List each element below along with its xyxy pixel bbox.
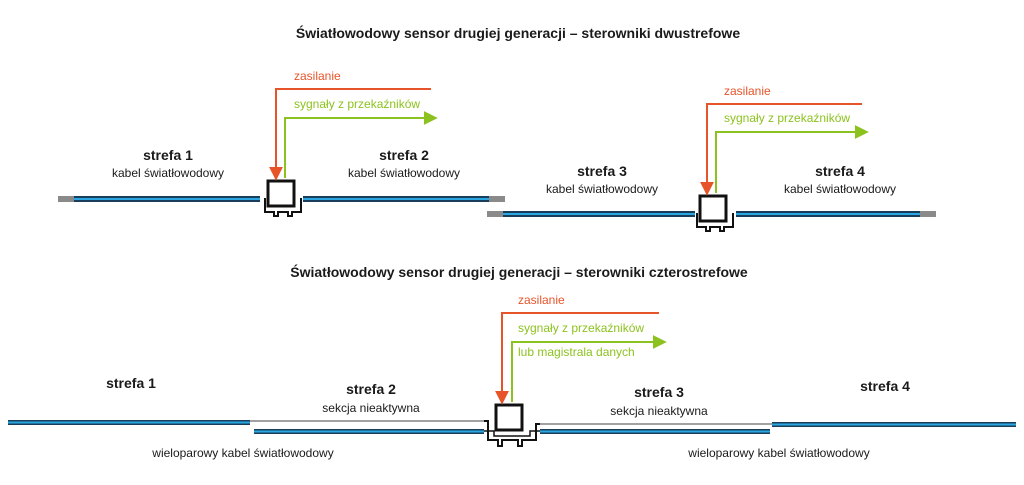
signal-line-3 <box>511 335 667 402</box>
bottom-cables <box>8 420 1016 434</box>
power-line-1 <box>269 88 431 181</box>
cable-terminator-icon <box>58 196 74 202</box>
bus-label: lub magistrala danych <box>518 345 635 359</box>
zone2-name: strefa 2 <box>379 147 429 163</box>
power-line-2 <box>700 103 862 196</box>
zone3-desc: kabel światłowodowy <box>546 182 658 196</box>
cable-terminator-icon <box>489 196 505 202</box>
cable-label-right: wieloparowy kabel światłowodowy <box>687 446 869 460</box>
signal-line-1 <box>284 111 438 178</box>
b-zone3-desc: sekcja nieaktywna <box>610 404 708 418</box>
cable-terminator-icon <box>487 211 503 217</box>
controller-box-icon <box>264 179 302 217</box>
top-title: Światłowodowy sensor drugiej generacji –… <box>296 24 740 41</box>
b-zone4-name: strefa 4 <box>860 378 910 394</box>
power-label-2: zasilanie <box>724 84 771 98</box>
signal-line-2 <box>715 125 869 193</box>
bottom-title: Światłowodowy sensor drugiej generacji –… <box>290 263 748 280</box>
power-line-3 <box>495 312 659 405</box>
controller-box-icon <box>484 403 540 447</box>
top-group2-cables <box>487 211 936 217</box>
zone1-desc: kabel światłowodowy <box>112 166 224 180</box>
zone3-name: strefa 3 <box>577 163 627 179</box>
zone1-name: strefa 1 <box>143 147 193 163</box>
cable-label-left: wieloparowy kabel światłowodowy <box>151 446 333 460</box>
power-label-1: zasilanie <box>294 69 341 83</box>
power-label-3: zasilanie <box>518 293 565 307</box>
controller-box-icon <box>696 194 734 232</box>
zone4-desc: kabel światłowodowy <box>784 182 896 196</box>
b-zone2-desc: sekcja nieaktywna <box>322 401 420 415</box>
b-zone1-name: strefa 1 <box>106 375 156 391</box>
cable-terminator-icon <box>920 211 936 217</box>
signal-label-2: sygnały z przekaźników <box>724 111 850 125</box>
b-zone2-name: strefa 2 <box>346 381 396 397</box>
zone2-desc: kabel światłowodowy <box>348 166 460 180</box>
zone4-name: strefa 4 <box>815 163 865 179</box>
b-zone3-name: strefa 3 <box>634 384 684 400</box>
signal-label-1: sygnały z przekaźników <box>294 97 420 111</box>
signal-label-3: sygnały z przekaźników <box>518 321 644 335</box>
top-group1-cables <box>58 196 505 202</box>
